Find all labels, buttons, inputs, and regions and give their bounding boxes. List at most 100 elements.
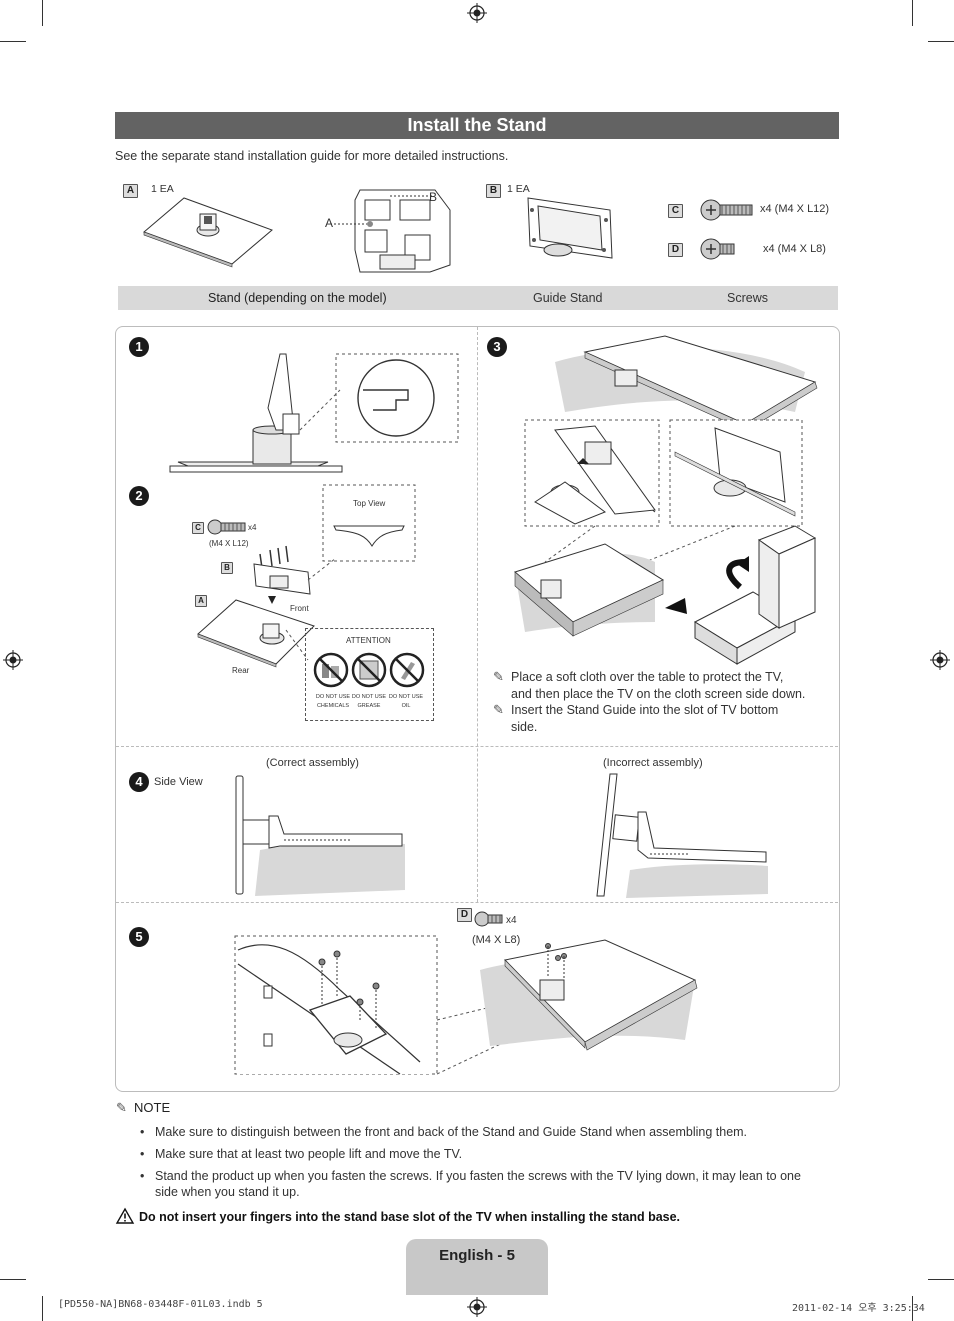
stand-base-illustration (143, 197, 273, 268)
screw-qty: x4 (248, 523, 257, 532)
crop-mark (912, 1296, 913, 1321)
instruction-line: and then place the TV on the cloth scree… (511, 686, 806, 701)
registration-mark-icon (930, 650, 950, 670)
registration-mark-icon (467, 1297, 487, 1317)
callout-a: A (325, 216, 334, 230)
step-3-instruction: ✎ Insert the Stand Guide into the slot of… (493, 702, 778, 735)
bullet: • (140, 1125, 145, 1139)
guide-badge: B (486, 184, 501, 198)
crop-mark (42, 1296, 43, 1321)
screw-d-spec: x4 (M4 X L8) (763, 243, 826, 255)
instruction-line: Insert the Stand Guide into the slot of … (511, 703, 779, 717)
note-item-text: Make sure that at least two people lift … (155, 1147, 463, 1161)
warning-label: DO NOT USE OIL (388, 693, 424, 711)
warning-line: DO NOT USE (351, 694, 387, 700)
prohibited-icon (351, 652, 387, 688)
warning-label: DO NOT USE CHEMICALS (315, 693, 351, 711)
note-item: • Stand the product up when you fasten th… (140, 1168, 840, 1200)
correct-assembly-label: (Correct assembly) (266, 757, 359, 769)
warning-triangle-icon (115, 1207, 135, 1224)
attention-box (305, 628, 434, 721)
crop-mark (42, 0, 43, 26)
stand-assembly-illustration (330, 189, 451, 273)
warning-line: OIL (401, 703, 411, 709)
incorrect-assembly-label: (Incorrect assembly) (603, 757, 703, 769)
note-heading: ✎ NOTE (116, 1100, 170, 1116)
label-screws: Screws (727, 291, 768, 305)
attention-label: ATTENTION (346, 636, 391, 645)
prohibited-icon (389, 652, 425, 688)
pencil-note-icon: ✎ (116, 1100, 127, 1115)
note-heading-text: NOTE (134, 1100, 171, 1115)
pencil-note-icon: ✎ (493, 702, 504, 717)
step-1-number: 1 (129, 337, 149, 357)
step-3-instruction: ✎ Place a soft cloth over the table to pr… (493, 669, 805, 702)
pencil-note-icon: ✎ (493, 669, 504, 684)
screw-c-badge: C (192, 522, 204, 534)
registration-mark-icon (467, 3, 487, 23)
steps-panel (115, 326, 840, 1092)
stand-badge: A (123, 184, 138, 198)
step-5-number: 5 (129, 927, 149, 947)
page-number-tab: English - 5 (406, 1239, 548, 1295)
screw-c-badge: C (668, 204, 683, 218)
stand-badge: A (195, 595, 207, 607)
screw-c-spec: x4 (M4 X L12) (760, 203, 830, 215)
note-item: • Make sure to distinguish between the fr… (140, 1124, 840, 1140)
warning-line: DO NOT USE (315, 694, 351, 700)
page-title: Install the Stand (115, 112, 839, 139)
screw-qty: x4 (506, 915, 517, 926)
note-item-text: side when you stand it up. (155, 1185, 300, 1199)
bullet: • (140, 1169, 145, 1183)
screw-short-icon (700, 238, 735, 260)
incorrect-assembly-illustration (596, 773, 768, 898)
note-item-text: Make sure to distinguish between the fro… (155, 1125, 748, 1139)
screw-spec: (M4 X L12) (209, 539, 249, 548)
screw-d-badge: D (668, 243, 683, 257)
warning-line: GREASE (357, 703, 381, 709)
registration-mark-icon (3, 650, 23, 670)
stand-qty: 1 EA (151, 183, 174, 195)
step-3-number: 3 (487, 337, 507, 357)
panel-divider (477, 327, 478, 902)
component-label-bar: Stand (depending on the model) Guide Sta… (118, 286, 838, 310)
warning-line: CHEMICALS (316, 703, 350, 709)
footer-timestamp: 2011-02-14 오후 3:25:34 (792, 1303, 925, 1314)
bullet: • (140, 1147, 145, 1161)
rear-label: Rear (232, 666, 250, 675)
side-view-label: Side View (154, 776, 203, 788)
crop-mark (928, 41, 954, 42)
panel-divider (116, 902, 838, 903)
callout-b: B (429, 190, 438, 204)
step-2-number: 2 (129, 486, 149, 506)
note-list: • Make sure to distinguish between the fr… (140, 1124, 840, 1206)
note-item-text: Stand the product up when you fasten the… (155, 1169, 801, 1183)
screw-d-badge: D (457, 908, 472, 922)
screw-spec: (M4 X L8) (472, 934, 521, 946)
crop-mark (912, 0, 913, 26)
front-label: Front (290, 604, 309, 613)
crop-mark (928, 1279, 954, 1280)
note-item: • Make sure that at least two people lift… (140, 1146, 840, 1162)
screw-long-icon (207, 519, 246, 535)
intro-text: See the separate stand installation guid… (115, 149, 509, 163)
crop-mark (0, 41, 26, 42)
warning-label: DO NOT USE GREASE (351, 693, 387, 711)
step-1-illustration (169, 353, 459, 473)
prohibited-icon (313, 652, 349, 688)
panel-divider (116, 746, 838, 747)
instruction-line: Place a soft cloth over the table to pro… (511, 670, 784, 684)
screw-long-icon (700, 199, 753, 221)
guide-qty: 1 EA (507, 183, 530, 195)
label-guide-stand: Guide Stand (533, 291, 603, 305)
label-stand: Stand (depending on the model) (208, 291, 387, 305)
step-4-number: 4 (129, 772, 149, 792)
top-view-label: Top View (353, 499, 386, 508)
warning-line: DO NOT USE (388, 694, 424, 700)
step-3-illustration (513, 335, 818, 665)
crop-mark (0, 1279, 26, 1280)
step-2-illustration (197, 484, 416, 668)
guide-stand-illustration (527, 197, 613, 259)
screw-short-icon (474, 911, 503, 927)
footer-file-info: [PD550-NA]BN68-03448F-01L03.indb 5 (58, 1299, 263, 1310)
